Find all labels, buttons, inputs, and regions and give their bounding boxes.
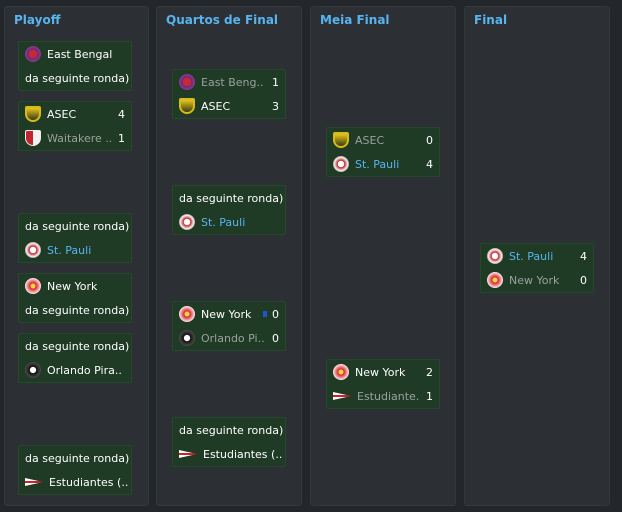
team-name[interactable]: ASEC: [201, 99, 231, 113]
match-card-playoff-1[interactable]: East Bengal da seguinte ronda): [18, 41, 132, 91]
score: 4: [118, 107, 125, 121]
team-name[interactable]: St. Pauli: [47, 243, 92, 257]
team-name[interactable]: Estudiantes (..: [203, 447, 283, 461]
team-name[interactable]: Estudiante..: [357, 389, 419, 403]
team-name[interactable]: New York: [355, 365, 406, 379]
column-title-playoff: Playoff: [14, 13, 61, 27]
east-bengal-crest-icon: [25, 46, 41, 62]
score: 1: [118, 131, 125, 145]
column-title-semis: Meia Final: [320, 13, 390, 27]
placeholder-label: da seguinte ronda): [179, 191, 284, 205]
score: 4: [426, 157, 433, 171]
team-name[interactable]: ASEC: [355, 133, 385, 147]
match-card-playoff-3[interactable]: da seguinte ronda) St. Pauli: [18, 213, 132, 263]
team-name[interactable]: New York: [509, 273, 560, 287]
team-name[interactable]: St. Pauli: [509, 249, 554, 263]
match-card-quarters-3[interactable]: New York 0 Orlando Pi.. 0: [172, 301, 286, 351]
score: 3: [272, 99, 279, 113]
match-card-playoff-2[interactable]: ASEC 4 Waitakere .. 1: [18, 101, 132, 151]
team-name[interactable]: Orlando Pira..: [47, 363, 122, 377]
match-card-final[interactable]: St. Pauli 4 New York 0: [480, 243, 594, 293]
asec-crest-icon: [25, 106, 41, 122]
match-card-quarters-1[interactable]: East Beng.. 1 ASEC 3: [172, 69, 286, 119]
team-name[interactable]: Estudiantes (..: [49, 475, 129, 489]
score: 1: [272, 75, 279, 89]
team-name[interactable]: Waitakere ..: [47, 131, 111, 145]
score: 0: [272, 307, 279, 321]
score: 0: [272, 331, 279, 345]
match-card-playoff-4[interactable]: New York da seguinte ronda): [18, 273, 132, 323]
match-card-semis-1[interactable]: ASEC 0 St. Pauli 4: [326, 127, 440, 177]
new-york-crest-icon: [25, 278, 41, 294]
column-title-quarters: Quartos de Final: [166, 13, 279, 27]
score: 2: [426, 365, 433, 379]
score: 4: [580, 249, 587, 263]
score: 1: [426, 389, 433, 403]
st-pauli-crest-icon: [487, 248, 503, 264]
asec-crest-icon: [333, 132, 349, 148]
waitakere-crest-icon: [25, 130, 41, 146]
asec-crest-icon: [179, 98, 195, 114]
team-name[interactable]: East Bengal: [47, 47, 113, 61]
team-name[interactable]: St. Pauli: [355, 157, 400, 171]
east-bengal-crest-icon: [179, 74, 195, 90]
estudiantes-flag-icon: [25, 478, 43, 486]
match-card-playoff-5[interactable]: da seguinte ronda) Orlando Pira..: [18, 333, 132, 383]
orlando-pirates-crest-icon: [25, 362, 41, 378]
match-card-playoff-6[interactable]: da seguinte ronda) Estudiantes (..: [18, 445, 132, 495]
team-name[interactable]: ASEC: [47, 107, 77, 121]
new-york-crest-icon: [487, 272, 503, 288]
orlando-pirates-crest-icon: [179, 330, 195, 346]
match-card-quarters-4[interactable]: da seguinte ronda) Estudiantes (..: [172, 417, 286, 467]
team-name[interactable]: New York: [47, 279, 98, 293]
placeholder-label: da seguinte ronda): [179, 423, 284, 437]
column-semis: Meia Final: [310, 6, 456, 506]
penalty-indicator: [263, 311, 267, 317]
st-pauli-crest-icon: [25, 242, 41, 258]
placeholder-label: da seguinte ronda): [25, 451, 130, 465]
match-card-semis-2[interactable]: New York 2 Estudiante.. 1: [326, 359, 440, 409]
team-name[interactable]: East Beng..: [201, 75, 264, 89]
placeholder-label: da seguinte ronda): [25, 303, 130, 317]
placeholder-label: da seguinte ronda): [25, 219, 130, 233]
st-pauli-crest-icon: [179, 214, 195, 230]
new-york-crest-icon: [333, 364, 349, 380]
team-name[interactable]: Orlando Pi..: [201, 331, 265, 345]
placeholder-label: da seguinte ronda): [25, 339, 130, 353]
st-pauli-crest-icon: [333, 156, 349, 172]
score: 0: [580, 273, 587, 287]
placeholder-label: da seguinte ronda): [25, 71, 130, 85]
match-card-quarters-2[interactable]: da seguinte ronda) St. Pauli: [172, 185, 286, 235]
estudiantes-flag-icon: [179, 450, 197, 458]
team-name[interactable]: New York: [201, 307, 252, 321]
estudiantes-flag-icon: [333, 392, 351, 400]
team-name[interactable]: St. Pauli: [201, 215, 246, 229]
new-york-crest-icon: [179, 306, 195, 322]
score: 0: [426, 133, 433, 147]
column-title-final: Final: [474, 13, 508, 27]
